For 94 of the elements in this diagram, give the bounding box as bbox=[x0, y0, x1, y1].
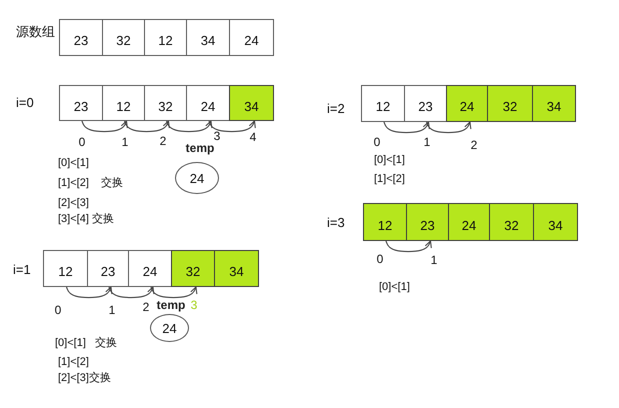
array-cell bbox=[487, 85, 533, 122]
cell-value: 32 bbox=[158, 98, 173, 114]
curved-arrow bbox=[81, 120, 128, 132]
index-label: 1 bbox=[122, 135, 128, 149]
cell-value: 23 bbox=[420, 218, 435, 232]
cell-value: 12 bbox=[58, 264, 73, 279]
temp-value: 24 bbox=[162, 320, 177, 336]
index-label: 0 bbox=[78, 135, 86, 149]
array-cell bbox=[186, 19, 230, 56]
array-cell bbox=[446, 85, 488, 122]
curved-arrow bbox=[150, 286, 198, 298]
array-cell bbox=[448, 203, 490, 241]
array-cell bbox=[229, 19, 274, 56]
index-label: 1 bbox=[108, 303, 116, 317]
array-cell bbox=[229, 85, 274, 121]
comparison-note: [0]<[1] bbox=[374, 153, 405, 167]
cell-value: 24 bbox=[200, 98, 216, 114]
curved-arrow bbox=[385, 240, 432, 252]
cell-value: 23 bbox=[74, 33, 88, 48]
array-cell bbox=[59, 85, 103, 121]
temp-circle bbox=[175, 162, 219, 194]
array-cell bbox=[102, 19, 145, 56]
index-label: 2 bbox=[160, 134, 166, 148]
index-label: 0 bbox=[376, 252, 384, 266]
array-cell bbox=[533, 203, 578, 241]
cell-value: 24 bbox=[462, 218, 476, 232]
comparison-note: [1]<[2] bbox=[58, 355, 89, 369]
cell-value: 32 bbox=[186, 264, 200, 279]
index-label: 0 bbox=[54, 303, 62, 317]
comparison-note: [0]<[1] bbox=[58, 156, 89, 170]
row-label: i=2 bbox=[327, 102, 345, 116]
cell-value: 24 bbox=[244, 33, 259, 48]
array-cell bbox=[128, 250, 172, 287]
comparison-note: [0]<[1] bbox=[379, 280, 410, 294]
temp-label: temp bbox=[156, 298, 186, 312]
index-label: 0 bbox=[374, 135, 380, 149]
cell-value: 12 bbox=[378, 218, 392, 232]
array-cell bbox=[532, 85, 576, 122]
cell-value: 34 bbox=[548, 218, 563, 232]
cell-value: 34 bbox=[244, 98, 259, 114]
index-label: 1 bbox=[424, 135, 430, 149]
array-cell bbox=[186, 85, 230, 121]
cell-value: 24 bbox=[460, 99, 474, 114]
temp-circle bbox=[150, 314, 189, 342]
comparison-note: [1]<[2] 交换 bbox=[58, 176, 123, 190]
array-cell bbox=[144, 19, 187, 56]
array-cell bbox=[87, 250, 129, 287]
cell-value: 23 bbox=[418, 99, 433, 114]
cell-value: 32 bbox=[116, 33, 131, 48]
cell-value: 34 bbox=[546, 99, 562, 114]
array-cell bbox=[59, 19, 103, 56]
cell-value: 12 bbox=[376, 99, 390, 114]
array-cell bbox=[144, 85, 187, 121]
curved-arrow bbox=[208, 120, 256, 132]
array-cell bbox=[406, 203, 449, 241]
cell-value: 34 bbox=[200, 33, 216, 48]
curved-arrow bbox=[66, 286, 112, 298]
array-cell bbox=[489, 203, 534, 241]
curved-arrow bbox=[124, 120, 170, 132]
row-label: i=0 bbox=[16, 96, 34, 110]
index-label: 2 bbox=[470, 138, 478, 152]
array-cell bbox=[214, 250, 259, 287]
index-label: 4 bbox=[250, 130, 256, 144]
comparison-note: [0]<[1] 交换 bbox=[55, 336, 117, 350]
array-cell bbox=[102, 85, 145, 121]
curved-arrow bbox=[166, 120, 212, 132]
index-label: 2 bbox=[142, 300, 150, 314]
row-label: i=1 bbox=[13, 263, 31, 277]
comparison-note: [2]<[3]交换 bbox=[58, 371, 111, 385]
comparison-note: [1]<[2] bbox=[374, 172, 405, 186]
cell-value: 34 bbox=[229, 264, 244, 279]
curved-arrow bbox=[383, 121, 430, 134]
cell-value: 24 bbox=[142, 264, 158, 279]
cell-value: 32 bbox=[504, 218, 519, 232]
index-label: 3 bbox=[190, 298, 198, 312]
array-cell bbox=[43, 250, 88, 287]
curved-arrow bbox=[426, 121, 472, 134]
array-cell bbox=[404, 85, 447, 122]
cell-value: 23 bbox=[100, 264, 116, 279]
index-label: 3 bbox=[214, 129, 220, 143]
array-cell bbox=[363, 203, 407, 241]
temp-value: 24 bbox=[190, 170, 204, 186]
comparison-note: [2]<[3] bbox=[58, 196, 89, 210]
array-cell bbox=[361, 85, 405, 122]
cell-value: 32 bbox=[502, 99, 518, 114]
curved-arrow bbox=[108, 286, 154, 298]
temp-label: temp bbox=[186, 141, 214, 155]
array-cell bbox=[171, 250, 215, 287]
index-label: 1 bbox=[430, 253, 438, 267]
row-label: i=3 bbox=[327, 216, 345, 230]
comparison-note: [3]<[4] 交换 bbox=[58, 212, 114, 226]
cell-value: 23 bbox=[74, 98, 88, 114]
cell-value: 12 bbox=[116, 98, 131, 114]
cell-value: 12 bbox=[158, 33, 173, 48]
